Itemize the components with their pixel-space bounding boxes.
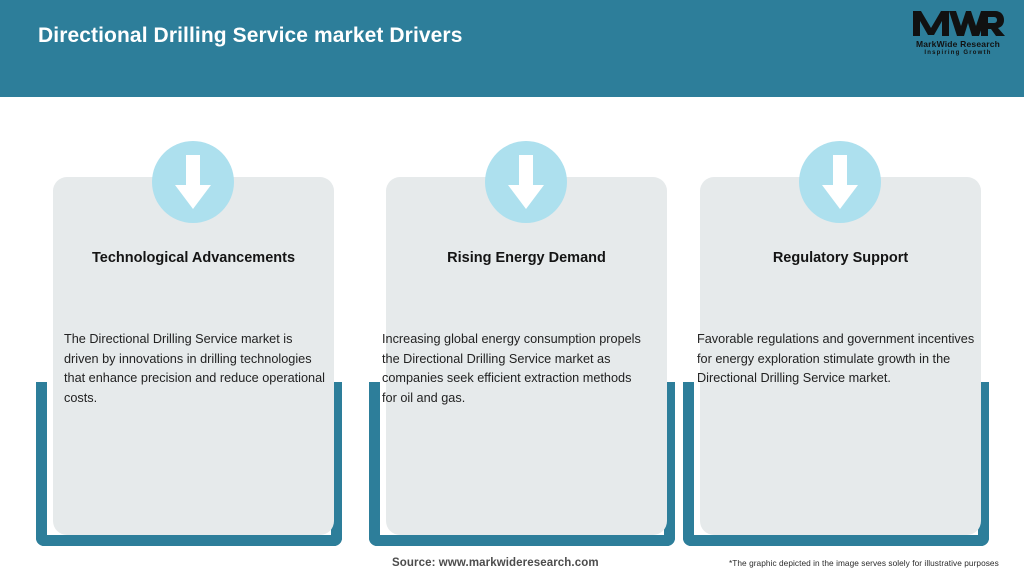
source-label: Source: www.markwideresearch.com — [392, 557, 599, 569]
down-arrow-glyph — [822, 155, 858, 209]
mwr-monogram-icon — [913, 11, 1005, 36]
card-body-text: The Directional Drilling Service market … — [64, 332, 325, 405]
down-arrow-glyph — [175, 155, 211, 209]
driver-card-3: Regulatory Support Favorable regulations… — [682, 0, 1024, 576]
driver-card-1: Technological Advancements The Direction… — [0, 0, 342, 576]
down-arrow-icon — [799, 141, 881, 223]
header-bar: Directional Drilling Service market Driv… — [0, 0, 1024, 97]
card-title: Rising Energy Demand — [447, 250, 606, 266]
driver-card-2: Rising Energy Demand Increasing global e… — [341, 0, 682, 576]
logo-company-name: MarkWide Research — [915, 39, 1001, 49]
card-frame — [369, 382, 675, 546]
card-title: Technological Advancements — [91, 250, 296, 266]
card-body-text: Favorable regulations and government inc… — [697, 332, 975, 386]
disclaimer-note: *The graphic depicted in the image serve… — [729, 558, 999, 568]
card-body-text: Increasing global energy consumption pro… — [382, 332, 641, 405]
brand-logo: MarkWide Research Inspiring Growth — [906, 8, 1010, 62]
card-panel — [53, 177, 334, 535]
card-panel — [700, 177, 981, 535]
card-panel — [386, 177, 667, 535]
logo-tagline: Inspiring Growth — [924, 50, 992, 56]
down-arrow-icon — [152, 141, 234, 223]
card-frame — [683, 382, 989, 546]
page-title: Directional Drilling Service market Driv… — [38, 24, 463, 47]
down-arrow-icon — [485, 141, 567, 223]
card-title: Regulatory Support — [772, 250, 909, 266]
card-frame — [36, 382, 342, 546]
down-arrow-glyph — [508, 155, 544, 209]
